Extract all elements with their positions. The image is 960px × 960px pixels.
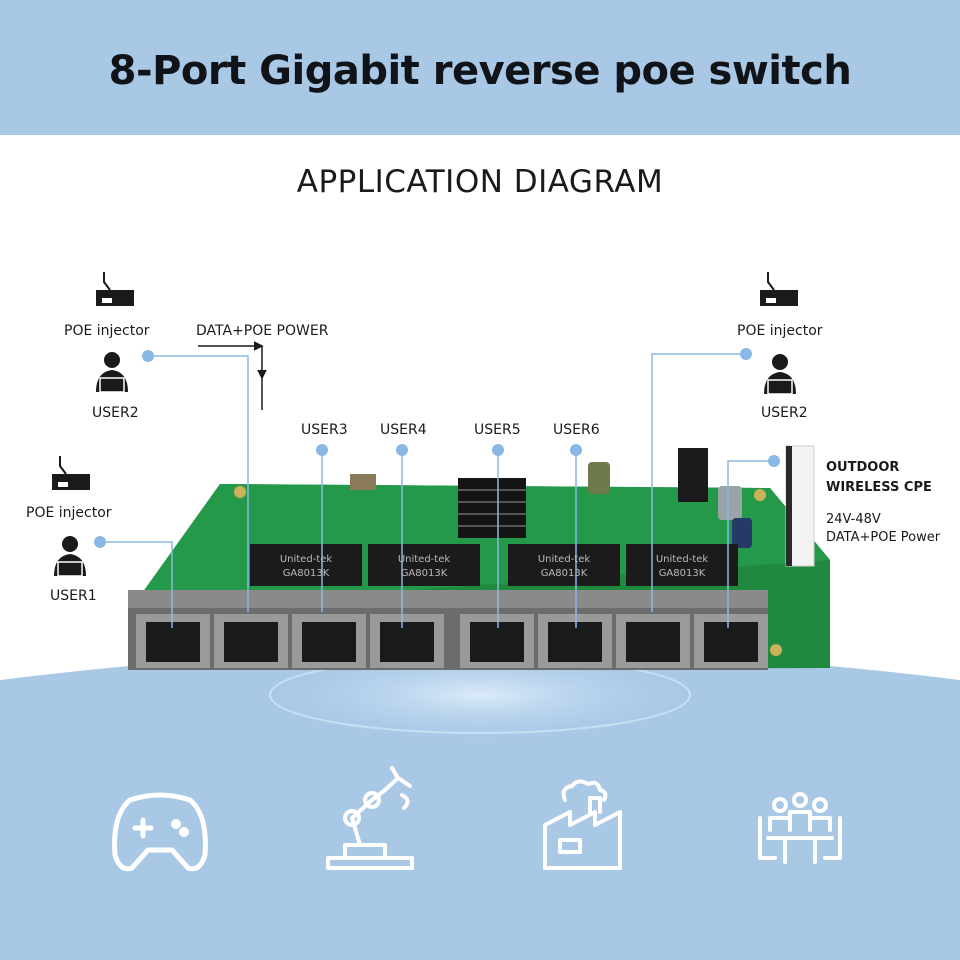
poe-injector-icon (52, 456, 90, 490)
poe-injector-icon (760, 272, 798, 306)
rj45-port-5 (460, 614, 534, 668)
label-poe-injector-bottom-left: POE injector (26, 505, 112, 521)
chip-label-brand: United-tek (280, 554, 333, 565)
capacitor (732, 518, 752, 548)
label-cpe-power: DATA+POE Power (826, 530, 941, 545)
user-icon (96, 352, 128, 393)
power-flow-arrows (198, 341, 267, 410)
label-poe-injector-right: POE injector (737, 323, 823, 339)
user-icon (54, 536, 86, 577)
rj45-port-2 (214, 614, 288, 668)
label-data-poe-power: DATA+POE POWER (196, 323, 329, 339)
rj45-port-6 (538, 614, 612, 668)
heat-sink (458, 478, 526, 538)
gamepad-icon (112, 792, 208, 872)
diagram-subtitle: APPLICATION DIAGRAM (296, 164, 664, 200)
label-cpe-title-2: WIRELESS CPE (826, 480, 932, 495)
chip-label-brand: United-tek (538, 554, 591, 565)
connector-lines (100, 353, 774, 628)
label-user5: USER5 (474, 422, 521, 438)
label-user4: USER4 (380, 422, 427, 438)
label-poe-injector-top-left: POE injector (64, 323, 150, 339)
rj45-ports (136, 614, 768, 668)
user-icon (764, 354, 796, 395)
poe-injector-icon (96, 272, 134, 306)
capacitor (718, 486, 742, 520)
rj45-port-1 (136, 614, 210, 668)
factory-icon (543, 779, 622, 870)
switch-component (350, 474, 376, 490)
rj45-port-4 (370, 614, 444, 668)
chip-label-model: GA8013K (541, 568, 588, 579)
capacitor (588, 462, 610, 494)
rj45-port-7 (616, 614, 690, 668)
outdoor-cpe-device (785, 445, 815, 567)
label-user2-right: USER2 (761, 405, 808, 421)
label-user2-left: USER2 (92, 405, 139, 421)
chip-label-model: GA8013K (283, 568, 330, 579)
label-user1: USER1 (50, 588, 97, 604)
magnetics-chips (250, 544, 738, 586)
rj45-port-8 (694, 614, 768, 668)
label-user3: USER3 (301, 422, 348, 438)
label-cpe-voltage: 24V-48V (826, 512, 881, 527)
chip-label-model: GA8013K (401, 568, 448, 579)
chip-label-brand: United-tek (398, 554, 451, 565)
label-cpe-title-1: OUTDOOR (826, 460, 900, 475)
rj45-port-3 (292, 614, 366, 668)
dc-jack (678, 448, 708, 502)
page-title: 8-Port Gigabit reverse poe switch (108, 48, 852, 94)
chip-label-model: GA8013K (659, 568, 706, 579)
chip-label-brand: United-tek (656, 554, 709, 565)
robot-arm-icon (326, 766, 414, 870)
label-user6: USER6 (553, 422, 600, 438)
meeting-icon (758, 792, 842, 864)
connector-dots (94, 348, 780, 548)
title-banner: 8-Port Gigabit reverse poe switch (0, 0, 960, 135)
